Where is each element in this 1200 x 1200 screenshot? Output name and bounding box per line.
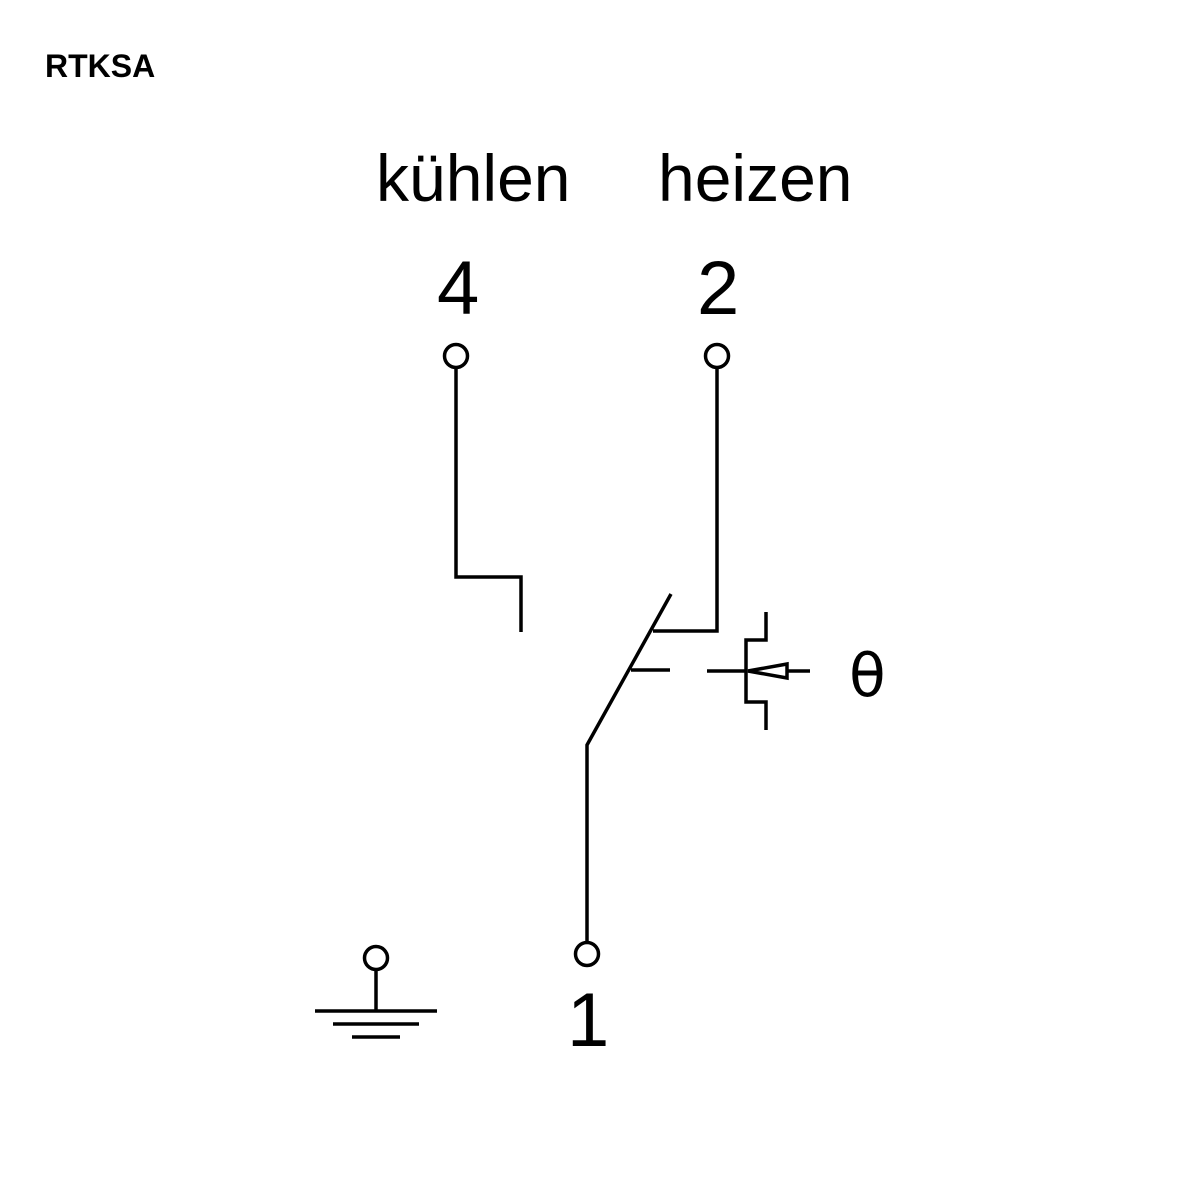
cooling-label: kühlen <box>376 141 571 215</box>
ground-terminal <box>362 944 390 972</box>
terminal-2 <box>703 342 731 370</box>
terminal-1-number: 1 <box>567 978 609 1063</box>
heating-label: heizen <box>658 141 853 215</box>
cooling-contact <box>442 342 523 632</box>
terminal-1 <box>573 940 601 968</box>
changeover-switch-icon <box>573 593 673 968</box>
terminal-4-number: 4 <box>437 246 479 331</box>
ground-icon <box>315 944 437 1039</box>
temperature-symbol: θ <box>849 641 886 711</box>
temperature-actuator-icon <box>707 612 810 730</box>
terminal-4 <box>442 342 470 370</box>
heating-contact <box>653 342 731 633</box>
diagram-title: RTKSA <box>45 48 155 84</box>
terminal-2-number: 2 <box>697 246 739 331</box>
